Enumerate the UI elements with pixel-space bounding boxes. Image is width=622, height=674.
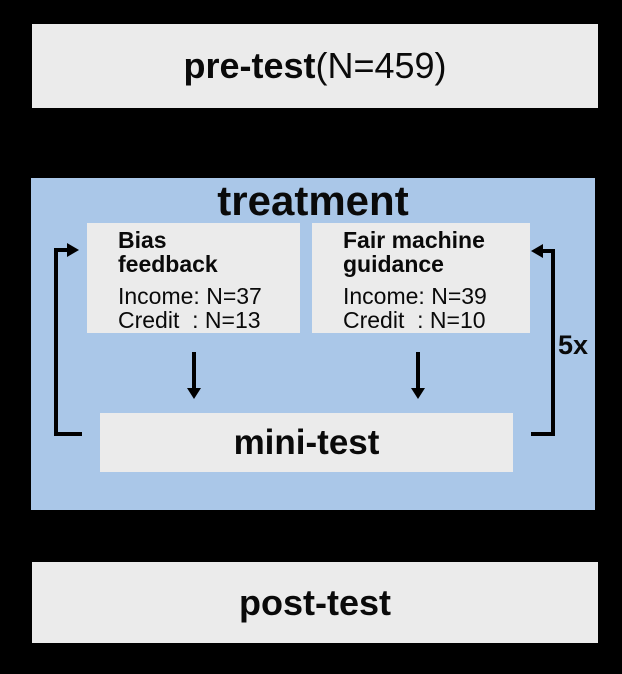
- pretest-sample-size: (N=459): [315, 45, 447, 86]
- minitest-box: mini-test: [100, 413, 513, 472]
- condition-name: Fair machine guidance: [343, 227, 485, 277]
- treatment-panel: treatment Bias feedback Income: N=37 Cre…: [31, 178, 595, 510]
- condition-stats: Income: N=37 Credit : N=13: [118, 283, 262, 333]
- condition-stats: Income: N=39 Credit : N=10: [343, 283, 487, 333]
- loop-count-label: 5x: [558, 330, 589, 360]
- posttest-label: post-test: [239, 581, 391, 623]
- treatment-title: treatment: [217, 177, 409, 224]
- pretest-label: pre-test: [183, 45, 316, 86]
- posttest-box: post-test: [32, 562, 598, 643]
- condition-box-bias-feedback: Bias feedback Income: N=37 Credit : N=13: [87, 223, 300, 333]
- minitest-label: mini-test: [233, 422, 380, 462]
- condition-box-fair-machine-guidance: Fair machine guidance Income: N=39 Credi…: [312, 223, 530, 333]
- pretest-box: pre-test (N=459): [32, 24, 598, 108]
- condition-name: Bias feedback: [118, 227, 218, 277]
